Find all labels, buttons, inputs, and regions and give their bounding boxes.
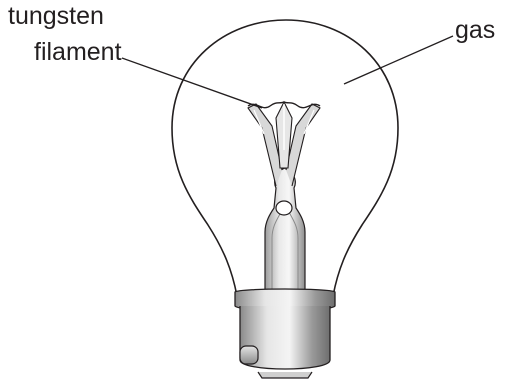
glass-stem: [265, 168, 305, 292]
bayonet-pin: [240, 346, 258, 364]
base-contact: [258, 372, 312, 378]
label-filament: filament: [34, 40, 122, 65]
label-tungsten: tungsten: [8, 4, 104, 29]
gas-leader-line: [344, 36, 453, 84]
label-gas: gas: [455, 18, 495, 43]
stem-bead: [276, 201, 292, 215]
